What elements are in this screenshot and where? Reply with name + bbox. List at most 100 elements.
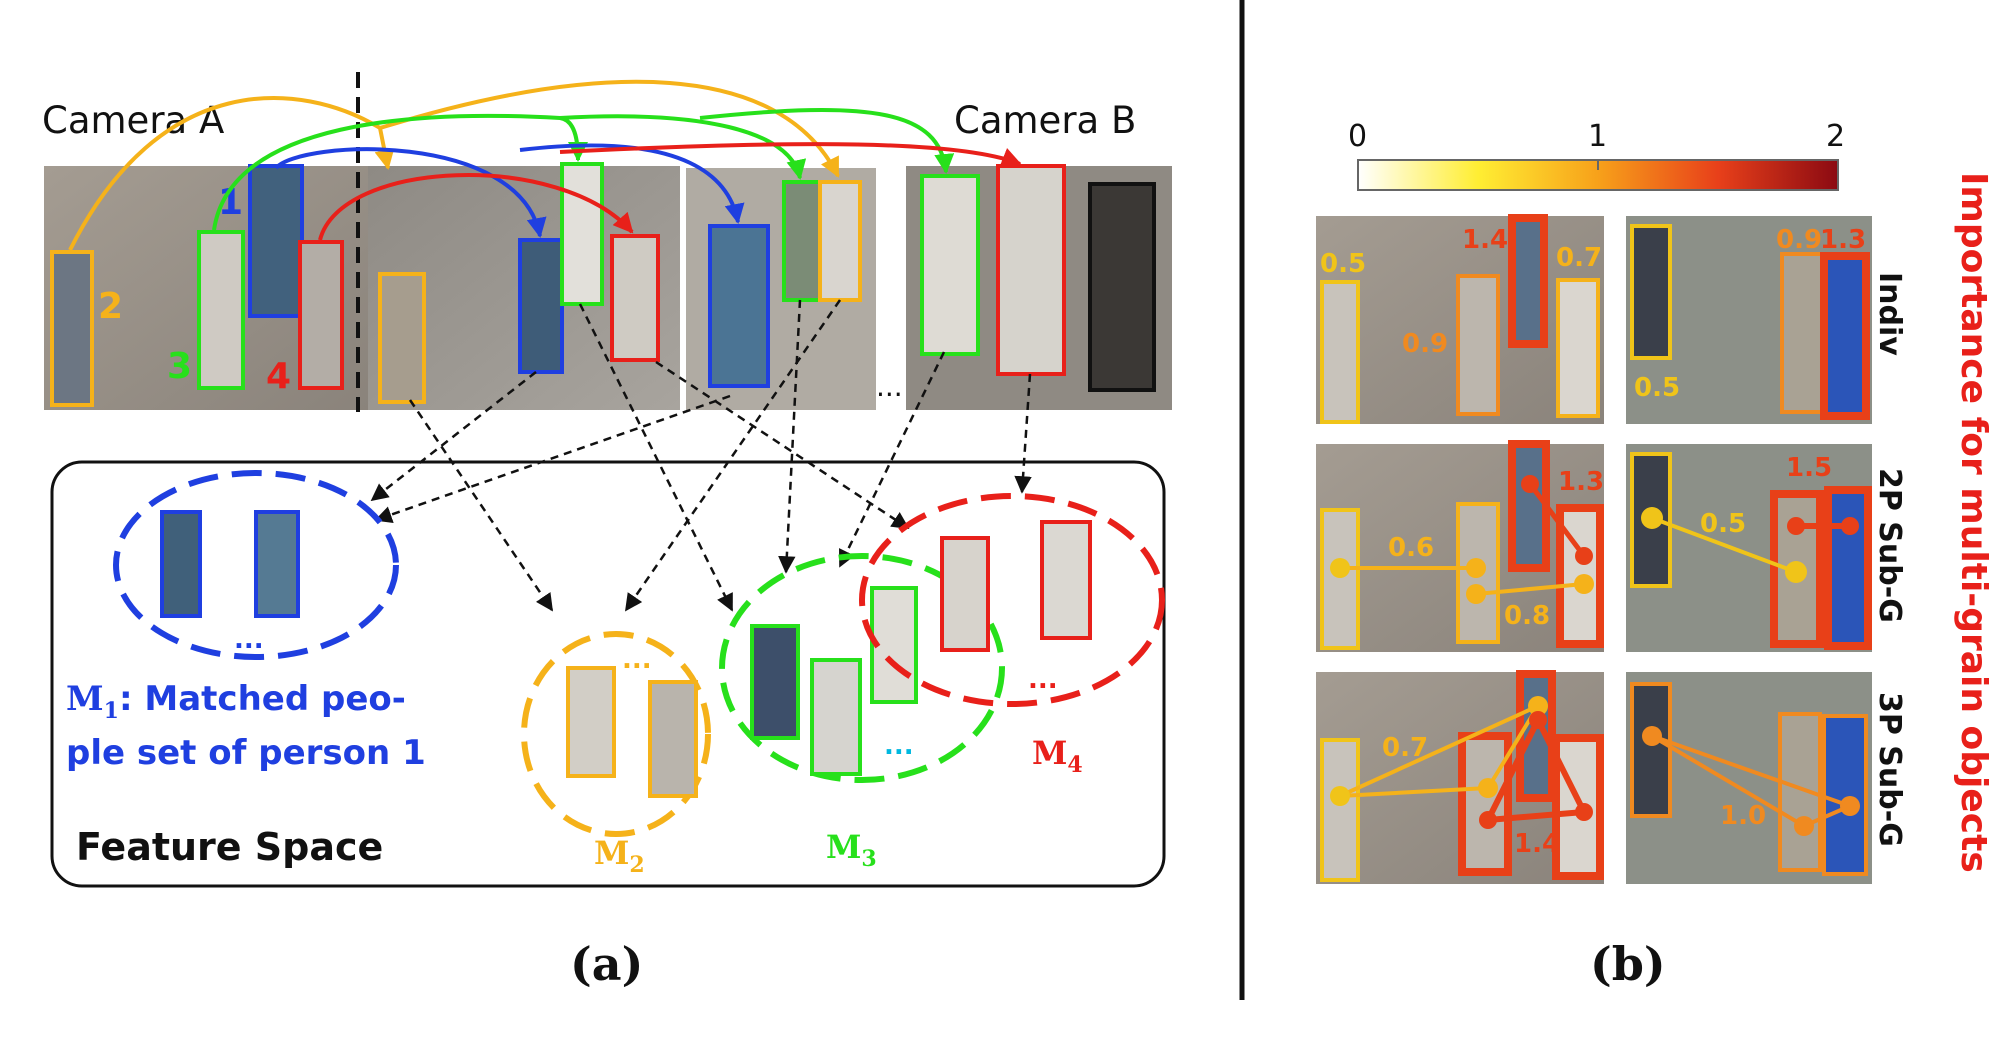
indiv-box-4 bbox=[1556, 278, 1600, 418]
cluster-m1-ellipsis: ... bbox=[234, 625, 264, 655]
triple-box-1 bbox=[1320, 738, 1360, 882]
cluster-m4-person-2 bbox=[1040, 520, 1092, 640]
match-arc-green-1 bbox=[212, 113, 588, 231]
triple-edge-5 bbox=[1535, 718, 1587, 814]
colorbar-tick-0-label: 0 bbox=[1348, 119, 1367, 154]
pair-score-5: 0.5 bbox=[1700, 509, 1746, 539]
person-box-cam-b-blue-1 bbox=[518, 238, 564, 374]
match-arc-green-2 bbox=[559, 114, 807, 180]
caption-a: (a) bbox=[570, 937, 643, 991]
indiv-box-1 bbox=[1320, 280, 1360, 424]
pair-node-7 bbox=[1641, 507, 1663, 529]
match-arc-blue-2 bbox=[519, 143, 745, 224]
pair-node-4 bbox=[1574, 574, 1594, 594]
side-title: Importance for multi-grain objects bbox=[1953, 172, 1994, 873]
pair-score-3: 0.8 bbox=[1504, 601, 1550, 631]
indiv-box-6 bbox=[1780, 252, 1824, 414]
person-box-1-cam-a bbox=[248, 164, 304, 318]
cluster-m4-ellipsis: ... bbox=[1028, 665, 1058, 695]
pair-edge-2 bbox=[1475, 582, 1585, 596]
person-box-4-cam-a bbox=[298, 240, 344, 390]
triple-edge-4 bbox=[1485, 718, 1541, 822]
person-box-cam-b-green-3 bbox=[920, 174, 980, 356]
triple-node-5 bbox=[1529, 711, 1547, 729]
person-box-cam-b-blue-2 bbox=[708, 224, 770, 388]
person-box-cam-b-black-3 bbox=[1088, 182, 1156, 392]
panel-b: 0 1 2 Importance for multi-grain objects… bbox=[1316, 119, 1994, 991]
pair-edge-4 bbox=[1651, 516, 1797, 574]
triple-box-2 bbox=[1458, 732, 1512, 876]
colorbar-tick-1-label: 1 bbox=[1588, 119, 1607, 154]
set-m3-label: M3 bbox=[826, 828, 877, 872]
indiv-box-7 bbox=[1820, 252, 1870, 420]
person-box-3-cam-a bbox=[197, 230, 245, 390]
pair-score-2: 0.6 bbox=[1388, 533, 1434, 563]
triple-node-7 bbox=[1642, 726, 1662, 746]
triple-edge-8 bbox=[1651, 734, 1851, 808]
indiv-box-3 bbox=[1508, 214, 1548, 348]
set-m4-label: M4 bbox=[1032, 734, 1083, 778]
feature-arrow-5 bbox=[578, 303, 734, 612]
triple-node-8 bbox=[1794, 816, 1814, 836]
cluster-m3-person-1 bbox=[750, 624, 800, 740]
indiv-box-5 bbox=[1630, 224, 1672, 360]
pair-box-7 bbox=[1824, 486, 1872, 650]
pair-node-6 bbox=[1575, 547, 1593, 565]
feature-arrow-7 bbox=[838, 351, 946, 568]
feature-arrow-6 bbox=[778, 299, 802, 574]
cluster-m2-person-2 bbox=[648, 680, 698, 798]
set-m2-label: M2 bbox=[594, 834, 645, 878]
triple-edge-2 bbox=[1339, 786, 1489, 798]
person-box-cam-b-yellow-2 bbox=[818, 180, 862, 302]
indiv-score-7: 1.3 bbox=[1820, 225, 1866, 255]
triple-edge-7 bbox=[1650, 734, 1806, 828]
camera-b-ellipsis: ... bbox=[876, 370, 903, 403]
indiv-score-5: 0.5 bbox=[1634, 373, 1680, 403]
panel-a: Camera A Camera B 1 2 3 4 ... bbox=[42, 72, 1172, 991]
set-m1-caption-line2: ple set of person 1 bbox=[66, 733, 426, 773]
set-m1-caption: M1: Matched peo- bbox=[66, 679, 406, 724]
cluster-m3-ellipse bbox=[719, 553, 1005, 783]
triple-box-5 bbox=[1630, 682, 1672, 818]
row-label-2p: 2P Sub-G bbox=[1872, 468, 1907, 623]
cluster-m3-ellipsis: ... bbox=[884, 731, 914, 761]
feature-arrow-4 bbox=[624, 299, 842, 612]
camera-b-label: Camera B bbox=[954, 99, 1136, 142]
triple-score-1: 0.7 bbox=[1382, 733, 1428, 763]
colorbar-tick-2-label: 2 bbox=[1826, 119, 1845, 154]
feature-arrow-1 bbox=[370, 371, 537, 502]
person-box-cam-b-green-1 bbox=[560, 162, 604, 306]
feature-arrow-3 bbox=[408, 399, 554, 612]
triple-edge-1 bbox=[1339, 704, 1539, 798]
row-label-3p: 3P Sub-G bbox=[1872, 692, 1907, 847]
camera-a-label: Camera A bbox=[42, 99, 224, 142]
triple-score-3: 1.0 bbox=[1720, 801, 1766, 831]
match-arc-blue-1 bbox=[274, 147, 547, 238]
cluster-m2-ellipse bbox=[521, 631, 711, 837]
person-id-2: 2 bbox=[98, 286, 123, 327]
triple-node-3 bbox=[1528, 696, 1548, 716]
pair-node-2 bbox=[1466, 558, 1486, 578]
pair-box-1 bbox=[1320, 508, 1360, 650]
feature-arrow-9 bbox=[1014, 373, 1032, 494]
person-id-3: 3 bbox=[167, 346, 192, 387]
triple-node-4 bbox=[1479, 811, 1497, 829]
cluster-m2-person-1 bbox=[566, 666, 616, 778]
row-label-indiv: Indiv bbox=[1872, 272, 1907, 356]
pair-node-3 bbox=[1466, 584, 1486, 604]
person-box-cam-b-yellow-1 bbox=[378, 272, 426, 404]
pair-score-4: 1.5 bbox=[1786, 453, 1832, 483]
pair-box-3 bbox=[1508, 440, 1550, 572]
pair-node-10 bbox=[1841, 517, 1859, 535]
triple-node-2 bbox=[1478, 778, 1498, 798]
triple-edge-6 bbox=[1487, 809, 1585, 823]
triple-node-9 bbox=[1840, 796, 1860, 816]
triple-score-2: 1.4 bbox=[1514, 829, 1560, 859]
triple-node-6 bbox=[1575, 803, 1593, 821]
match-arc-yellow-2 bbox=[379, 79, 840, 178]
indiv-score-2: 1.4 bbox=[1462, 225, 1508, 255]
person-box-cam-b-green-2 bbox=[782, 180, 824, 302]
pair-edge-3 bbox=[1528, 482, 1586, 558]
cluster-m3-person-2 bbox=[810, 658, 862, 776]
